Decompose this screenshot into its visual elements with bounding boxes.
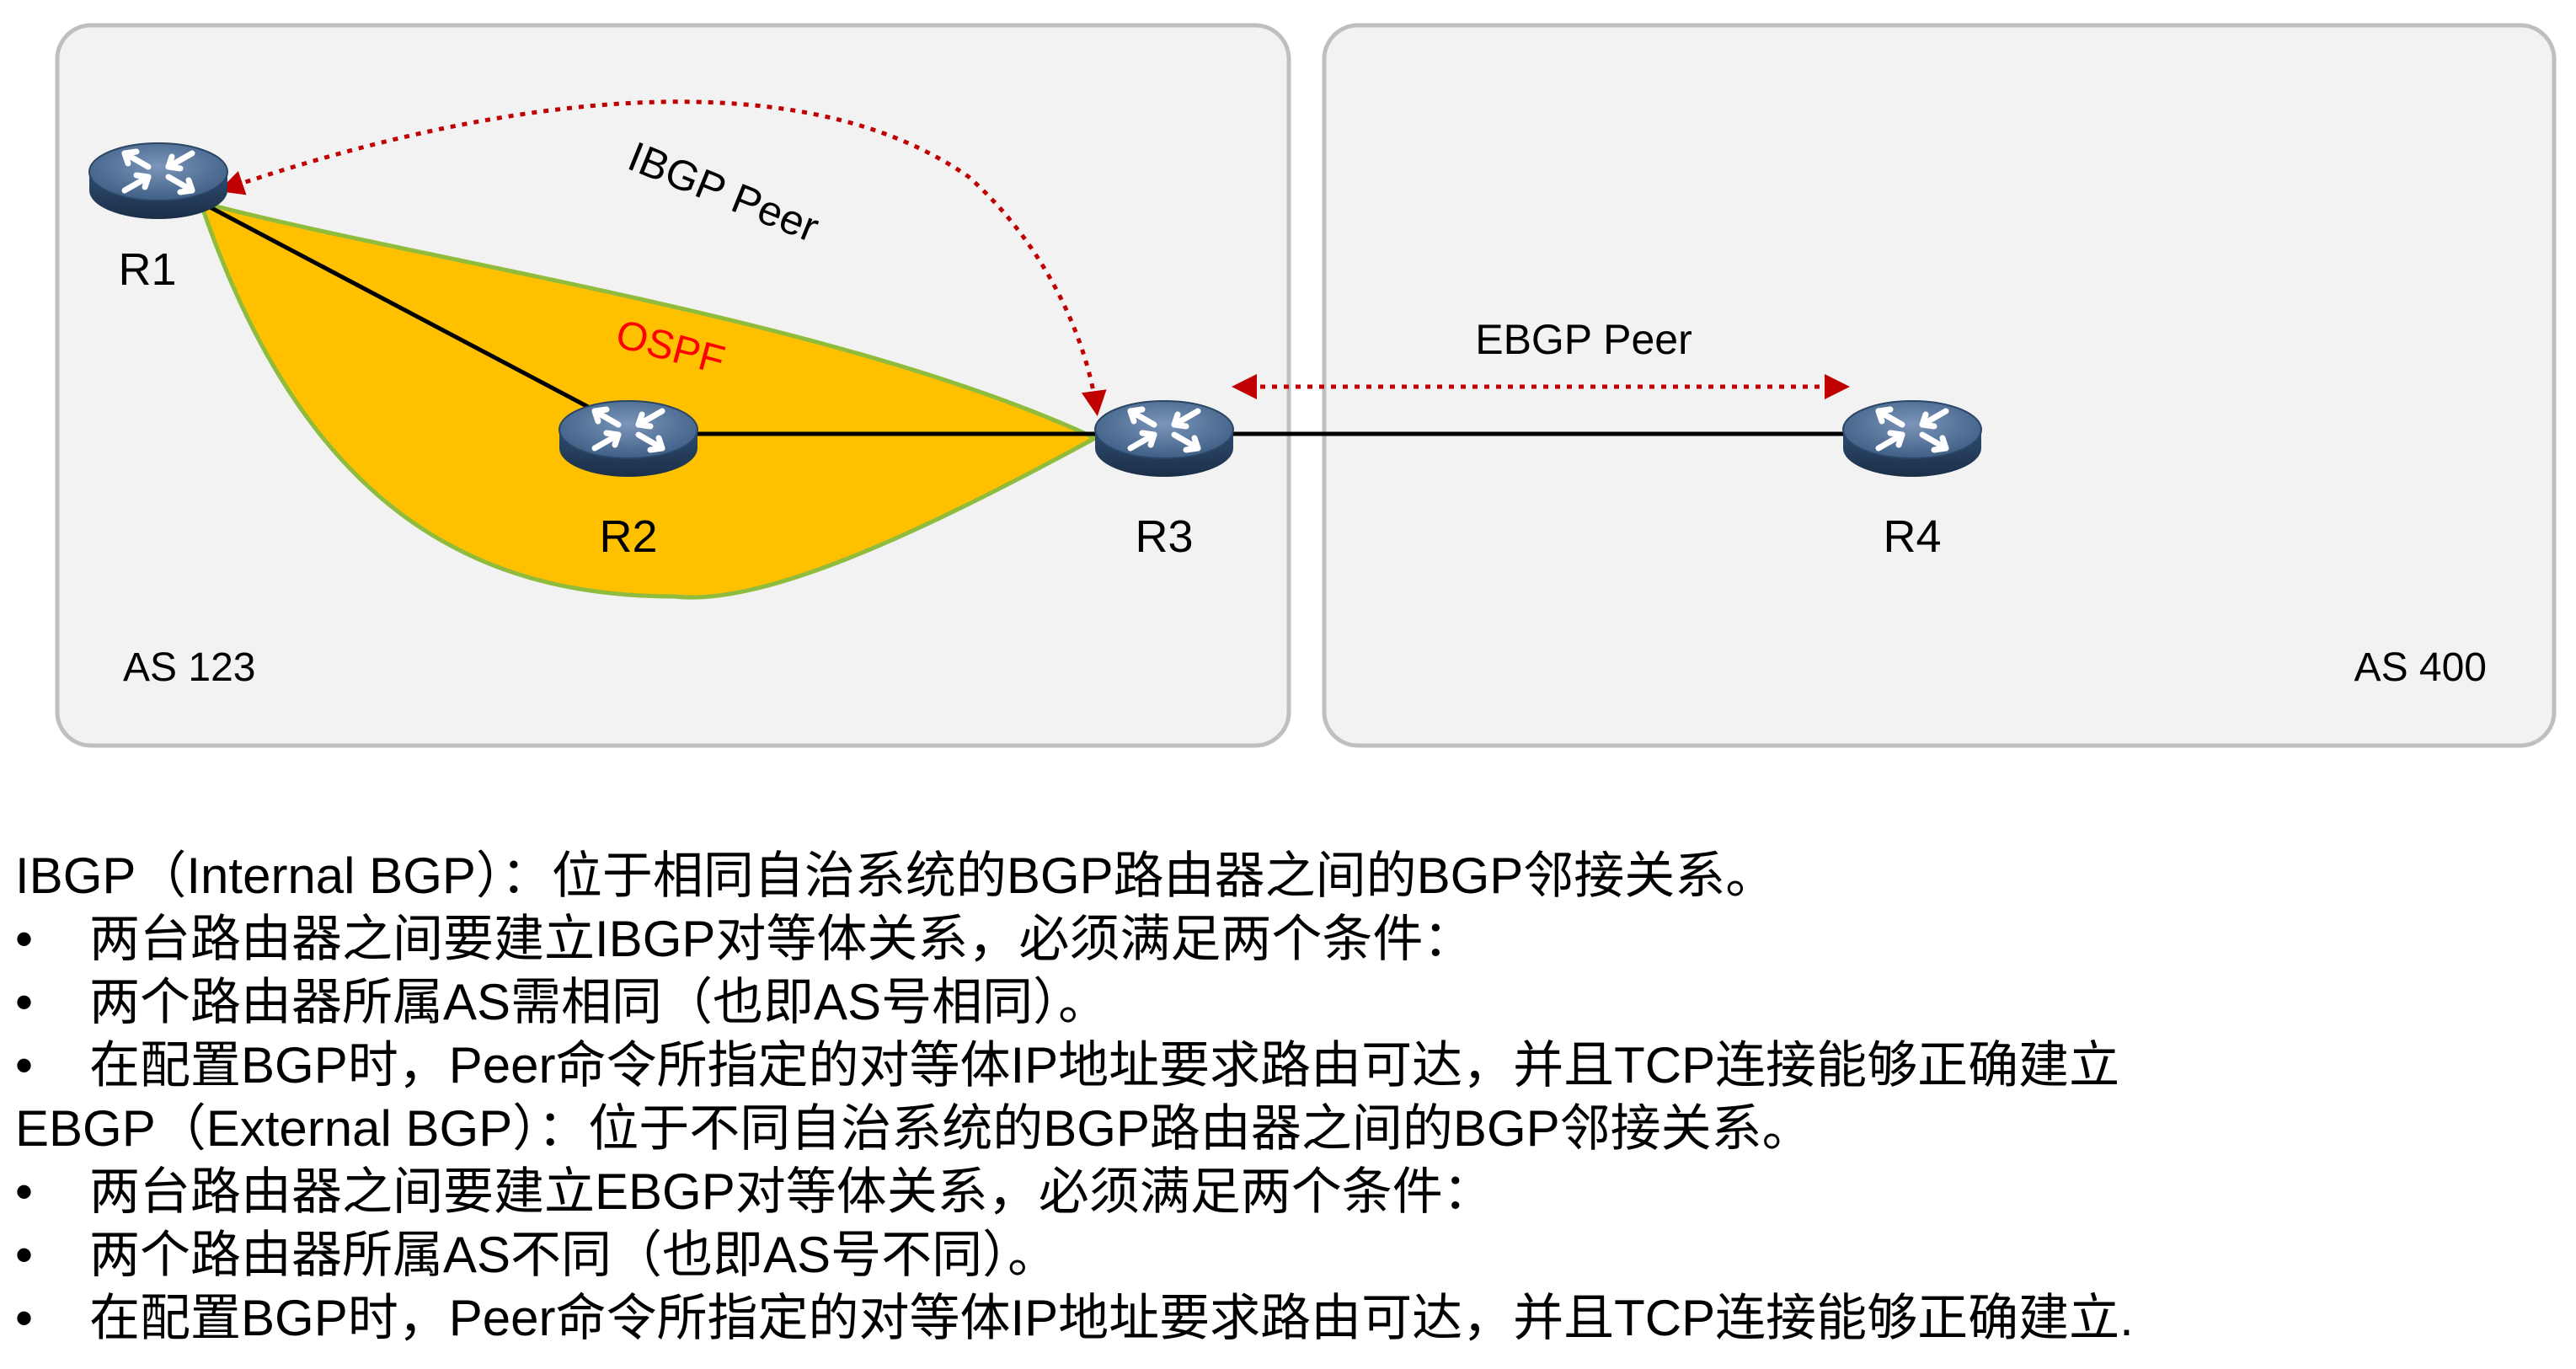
ibgp-peer-arrow xyxy=(218,99,1107,416)
router-r2-icon xyxy=(559,401,697,477)
note-text: 在配置BGP时，Peer命令所指定的对等体IP地址要求路由可达，并且TCP连接能… xyxy=(89,1037,2120,1094)
note-text: EBGP（External BGP）：位于不同自治系统的BGP路由器之间的BGP… xyxy=(15,1100,1813,1157)
bullet-mark: • xyxy=(15,1037,34,1094)
note-text: IBGP（Internal BGP）：位于相同自治系统的BGP路由器之间的BGP… xyxy=(15,848,1777,904)
as-123-label: AS 123 xyxy=(123,645,255,690)
note-text: 两台路由器之间要建立EBGP对等体关系，必须满足两个条件： xyxy=(89,1163,1494,1220)
bullet-mark: • xyxy=(15,1163,34,1220)
router-r1-label: R1 xyxy=(118,244,176,295)
bullet-mark: • xyxy=(15,911,34,967)
note-text: 两台路由器之间要建立IBGP对等体关系，必须满足两个条件： xyxy=(89,911,1474,967)
note-heading: IBGP（Internal BGP）：位于相同自治系统的BGP路由器之间的BGP… xyxy=(15,844,2542,907)
note-bullet-item: • 在配置BGP时，Peer命令所指定的对等体IP地址要求路由可达，并且TCP连接… xyxy=(15,1034,2542,1097)
note-bullet-item: • 两个路由器所属AS不同（也即AS号不同）。 xyxy=(15,1223,2542,1286)
note-bullet-item: • 在配置BGP时，Peer命令所指定的对等体IP地址要求路由可达，并且TCP连接… xyxy=(15,1286,2542,1350)
router-r4-icon xyxy=(1843,401,1981,477)
note-text: 两个路由器所属AS不同（也即AS号不同）。 xyxy=(89,1227,1059,1283)
notes-list: IBGP（Internal BGP）：位于相同自治系统的BGP路由器之间的BGP… xyxy=(15,844,2542,1350)
as-400-label: AS 400 xyxy=(2354,645,2487,690)
router-r1-icon xyxy=(89,143,227,219)
bullet-mark: • xyxy=(15,1290,34,1346)
note-heading: EBGP（External BGP）：位于不同自治系统的BGP路由器之间的BGP… xyxy=(15,1097,2542,1160)
note-bullet-item: • 两台路由器之间要建立EBGP对等体关系，必须满足两个条件： xyxy=(15,1160,2542,1223)
note-text: 在配置BGP时，Peer命令所指定的对等体IP地址要求路由可达，并且TCP连接能… xyxy=(89,1290,2134,1346)
ebgp-peer-label: EBGP Peer xyxy=(1475,316,1692,363)
note-bullet-item: • 两个路由器所属AS需相同（也即AS号相同）。 xyxy=(15,971,2542,1034)
router-r4-label: R4 xyxy=(1883,511,1941,562)
note-text: 两个路由器所属AS需相同（也即AS号相同）。 xyxy=(89,974,1109,1030)
router-r3-label: R3 xyxy=(1135,511,1193,562)
bullet-mark: • xyxy=(15,1227,34,1283)
bullet-mark: • xyxy=(15,974,34,1030)
note-bullet-item: • 两台路由器之间要建立IBGP对等体关系，必须满足两个条件： xyxy=(15,907,2542,971)
router-r2-label: R2 xyxy=(599,511,657,562)
router-r3-icon xyxy=(1095,401,1233,477)
